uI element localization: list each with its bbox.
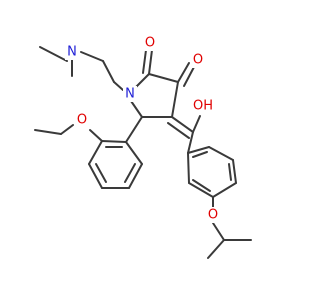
atom-n-dimethylamino: N [65,44,79,60]
bond [171,116,194,133]
bond [60,124,74,135]
bond-layer [34,46,252,259]
atom-label-layer: N N O O OH O O [65,35,220,223]
bond [89,129,103,142]
bond [187,131,194,154]
atom-o-ketone-3: O [191,52,205,68]
atom-o-ethoxy: O [75,112,89,128]
bond [208,146,234,161]
bond [135,73,150,88]
bond [142,49,147,74]
bond [187,152,190,184]
bond [188,182,214,198]
bond [125,141,143,165]
bond [192,151,208,158]
atom-o-ketone-2: O [143,35,157,51]
bond [125,116,143,143]
structure-canvas: N N O O OH O O [34,35,252,259]
bond [39,46,68,62]
atom-label-o: O [208,208,218,223]
atom-label-n: N [125,87,135,102]
bond [187,146,210,154]
bond [88,163,103,189]
bond [232,159,237,184]
atom-n-ring: N [123,86,137,102]
bond [95,163,107,183]
atom-label-o: O [145,36,155,51]
bond [167,122,190,139]
atom-o-isopropoxy: O [206,207,220,223]
bond [34,129,62,135]
bond [212,182,237,198]
bond [124,163,136,183]
molecule-drawing: N N O O OH O O [34,35,252,259]
atom-label-o: O [77,113,87,128]
atom-label-o: O [193,53,203,68]
bond [192,115,201,133]
bond [212,222,225,241]
bond [228,163,232,181]
bond [183,66,195,87]
bond [80,51,104,62]
atom-oh-hydroxyl: OH [192,98,214,114]
bond [130,100,143,118]
bond [148,49,153,75]
bond [192,179,211,192]
bond [177,62,190,83]
bond [101,140,127,143]
atom-label-oh: OH [193,99,213,114]
bond [148,73,179,83]
bond [88,140,103,165]
bond [102,60,115,83]
atom-label-n: N [67,45,77,60]
bond [128,163,143,189]
bond [113,81,124,91]
bond [207,239,225,259]
bond [171,81,179,118]
